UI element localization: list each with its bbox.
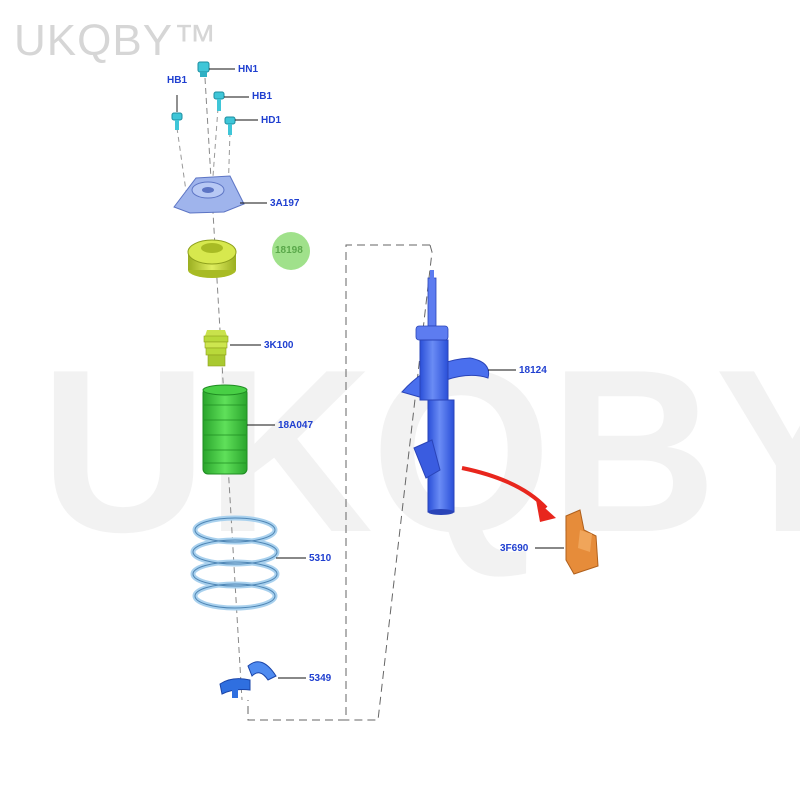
fastener-axis xyxy=(211,107,219,191)
fastener-axis xyxy=(227,131,231,197)
part-label-hd1[interactable]: HD1 xyxy=(261,115,282,126)
leader-lines xyxy=(209,68,564,679)
part-label-18124[interactable]: 18124 xyxy=(519,365,547,376)
part-label-hn1[interactable]: HN1 xyxy=(238,64,259,75)
strut-mount-icon xyxy=(173,175,245,214)
part-label-3a197[interactable]: 3A197 xyxy=(270,198,300,209)
part-label-5310[interactable]: 5310 xyxy=(309,553,332,564)
dust-boot-icon xyxy=(202,384,248,475)
brand-watermark: UKQBY™ xyxy=(14,16,219,65)
bump-stop-icon xyxy=(203,330,229,367)
part-label-hb1[interactable]: HB1 xyxy=(252,91,273,102)
bolt-icon xyxy=(213,91,225,111)
part-label-5349[interactable]: 5349 xyxy=(309,673,332,684)
part-badge xyxy=(272,232,310,270)
part-label-18198[interactable]: 18198 xyxy=(275,245,303,256)
bolt-icon xyxy=(224,116,236,135)
part-label-3k100[interactable]: 3K100 xyxy=(264,340,294,351)
part-label-hb1[interactable]: HB1 xyxy=(167,75,188,86)
nut-icon xyxy=(197,61,210,77)
assembly-outline-right xyxy=(346,244,433,721)
bolt-icon xyxy=(171,95,183,130)
part-label-18a047[interactable]: 18A047 xyxy=(278,420,314,431)
part-label-3f690[interactable]: 3F690 xyxy=(500,543,529,554)
bracket-icon xyxy=(565,509,599,575)
bearing-icon xyxy=(187,239,237,278)
spring-seat-icon xyxy=(219,661,277,698)
coil-spring-icon xyxy=(190,515,280,611)
shock-absorber-icon xyxy=(401,270,490,515)
assembly-outline xyxy=(247,244,430,721)
arrow-icon xyxy=(461,466,556,522)
